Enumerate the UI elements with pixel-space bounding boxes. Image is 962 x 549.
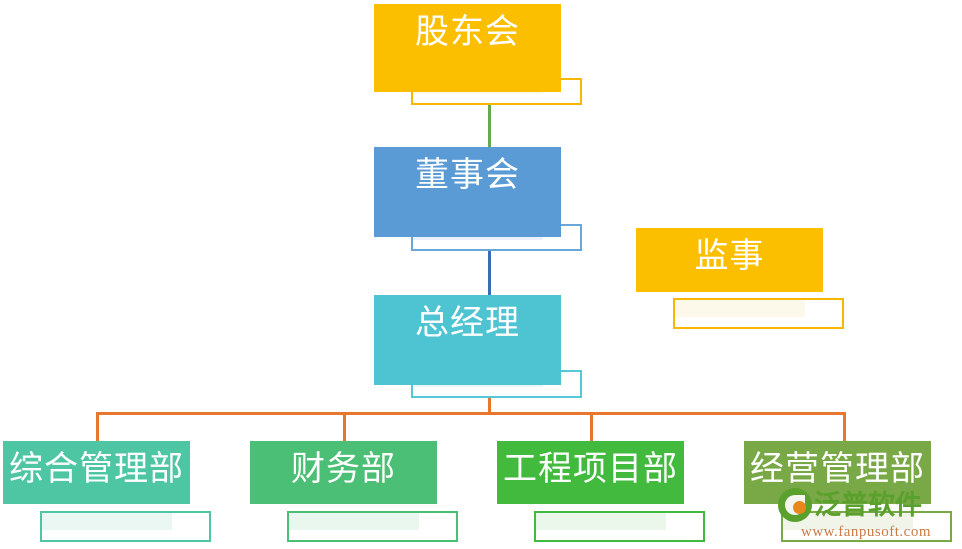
node-dept-operations-label: 经营管理部 [750,450,925,488]
node-dept-operations-shadow [781,511,952,542]
node-dept-admin-label: 综合管理部 [9,450,184,488]
node-dept-admin-box[interactable]: 综合管理部 [3,441,190,504]
connector-general-manager-stem [488,398,491,415]
node-board-box[interactable]: 董事会 [374,147,561,237]
connector-board-to-general-manager [488,251,491,295]
node-dept-operations-shadow-fill [783,513,914,530]
connector-department-bus [96,412,844,415]
node-dept-engineering-shadow-fill [536,513,667,530]
node-general-manager-label: 总经理 [415,304,520,342]
node-supervisor-label: 监事 [694,237,765,275]
node-supervisor-shadow-fill [675,300,806,317]
connector-drop-finance [343,412,346,442]
node-dept-finance-label: 财务部 [291,450,396,488]
connector-drop-admin [96,412,99,442]
node-general-manager-box[interactable]: 总经理 [374,295,561,385]
node-dept-operations-box[interactable]: 经营管理部 [744,441,931,504]
node-dept-finance-shadow-fill [289,513,420,530]
node-dept-admin-shadow-fill [42,513,173,530]
node-supervisor-shadow [673,298,844,329]
node-supervisor-box[interactable]: 监事 [636,228,823,292]
node-dept-finance-shadow [287,511,458,542]
node-shareholders-box[interactable]: 股东会 [374,4,561,92]
node-dept-engineering-label: 工程项目部 [503,450,678,488]
connector-drop-operations [843,412,846,442]
node-dept-admin-shadow [40,511,211,542]
connector-drop-engineering [590,412,593,442]
node-board-label: 董事会 [415,156,520,194]
node-dept-finance-box[interactable]: 财务部 [250,441,437,504]
node-dept-engineering-box[interactable]: 工程项目部 [497,441,684,504]
node-dept-engineering-shadow [534,511,705,542]
connector-shareholders-to-board [488,104,491,147]
node-shareholders-label: 股东会 [415,13,520,51]
